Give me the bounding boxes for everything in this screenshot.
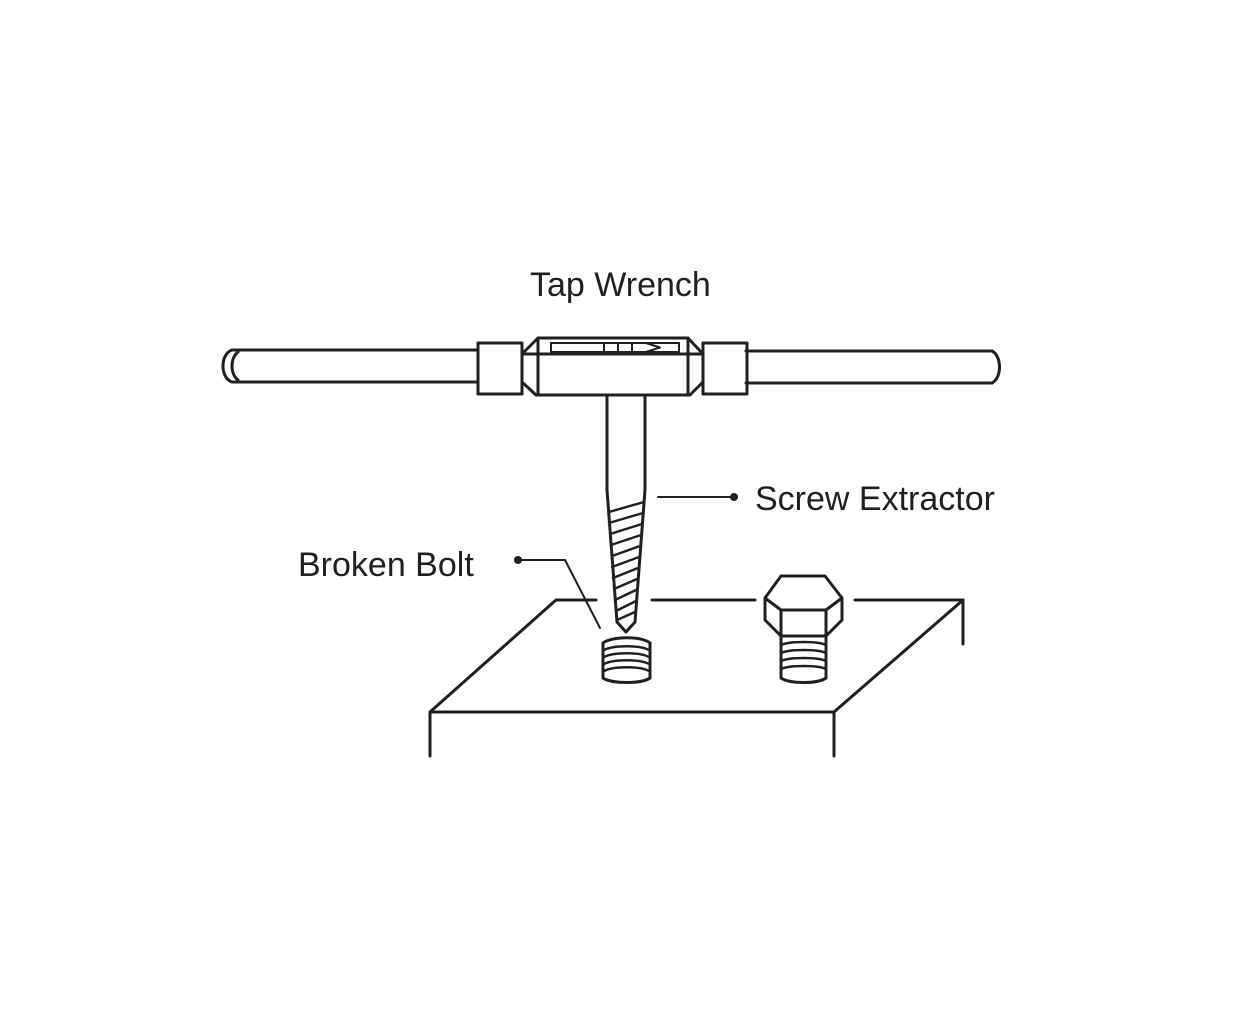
- hex-bolt: [763, 574, 844, 684]
- broken-bolt-leader: [514, 556, 601, 629]
- tap-wrench: [221, 336, 1001, 397]
- screw-extractor-label: Screw Extractor: [755, 480, 995, 518]
- screw-extractor: [605, 393, 647, 634]
- tap-wrench-label: Tap Wrench: [530, 266, 711, 304]
- workpiece-block: [428, 598, 965, 758]
- broken-bolt: [601, 636, 652, 684]
- screw-extractor-leader: [657, 493, 738, 501]
- broken-bolt-label: Broken Bolt: [298, 546, 474, 584]
